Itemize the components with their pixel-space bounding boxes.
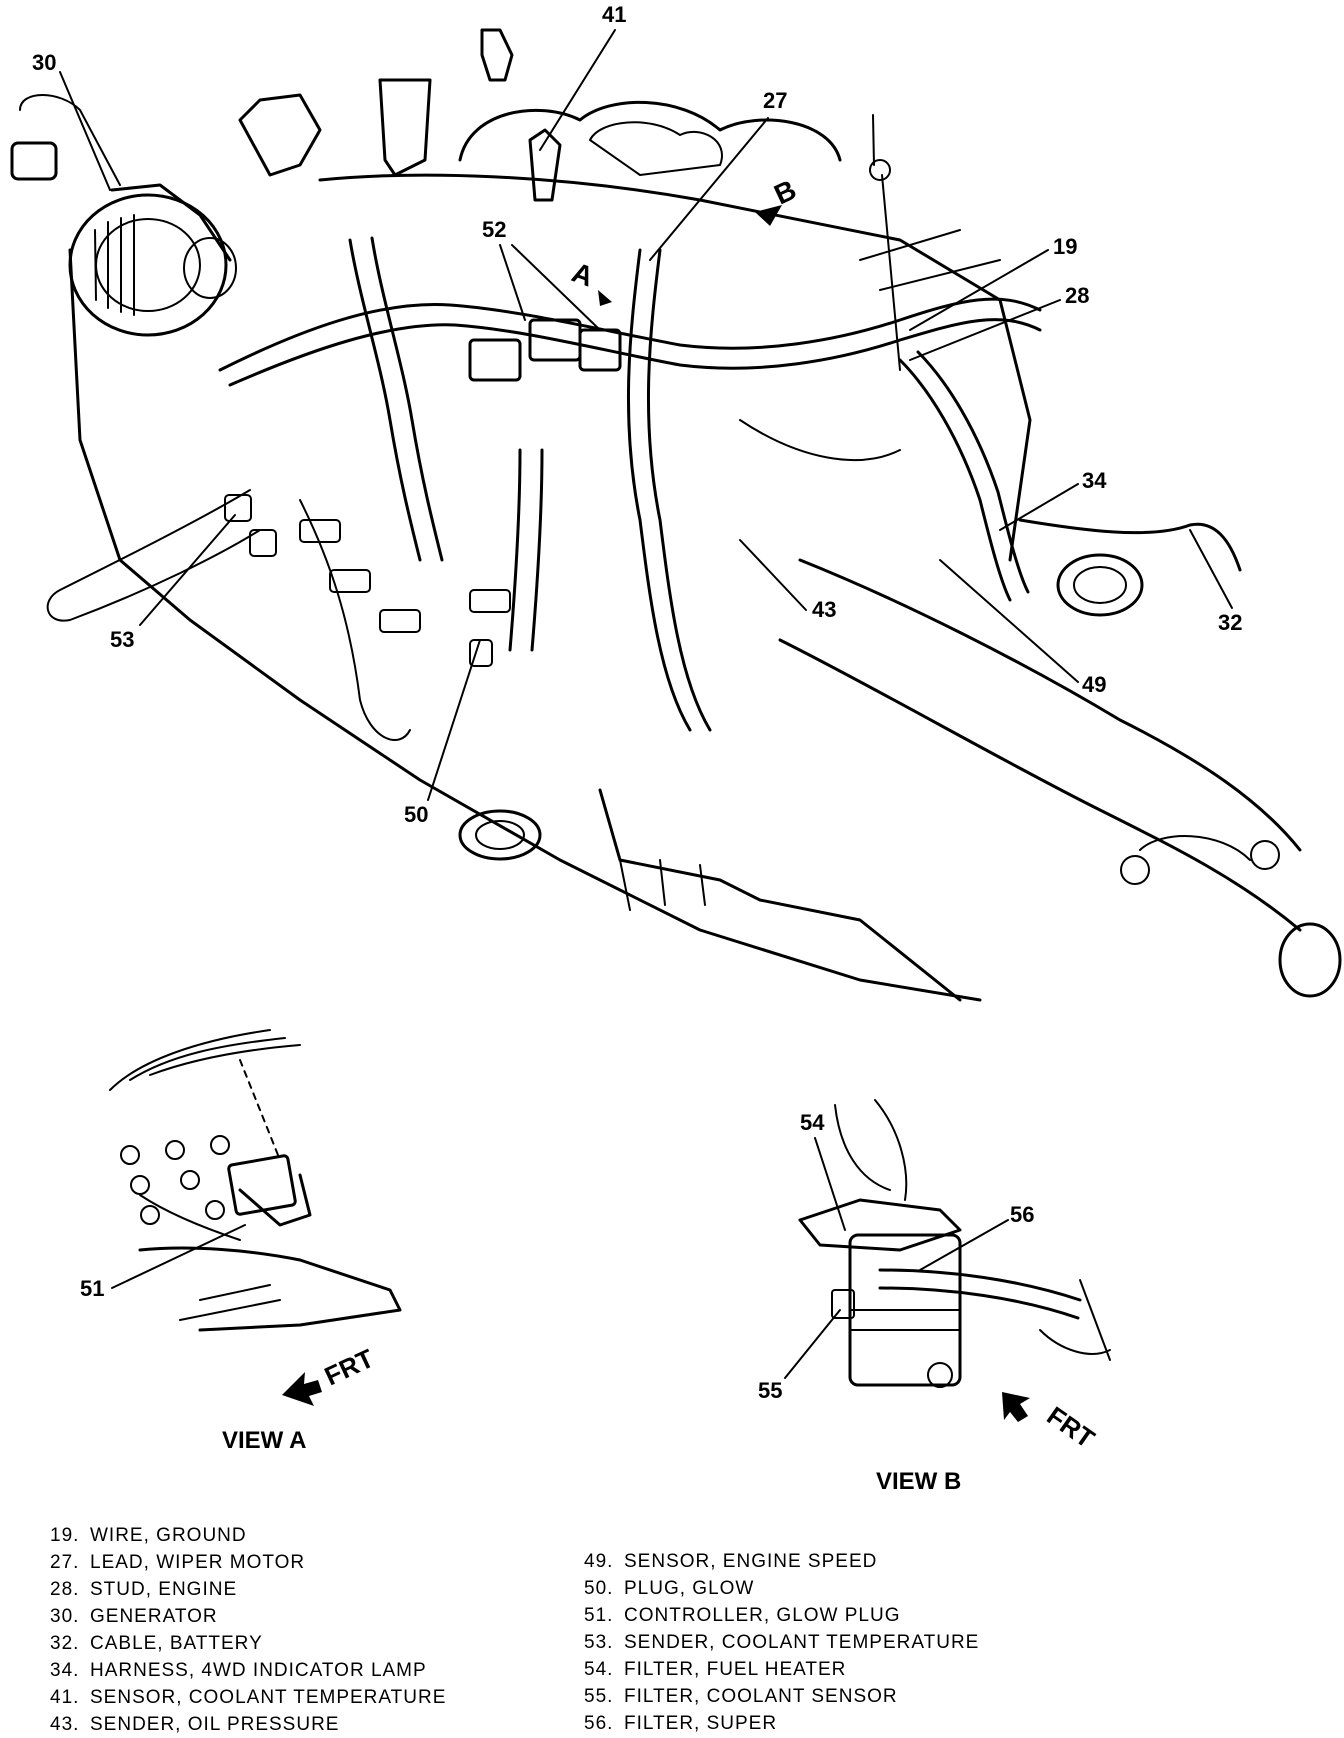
- coolant-temperature-sensor-41: [480, 28, 562, 202]
- svg-text:28: 28: [1065, 283, 1089, 308]
- svg-text:FRT: FRT: [320, 1343, 379, 1392]
- legend-right-column: 49.SENSOR, ENGINE SPEED 50.PLUG, GLOW 51…: [584, 1548, 979, 1737]
- main-engine-drawing: [10, 28, 1342, 1002]
- svg-text:A: A: [568, 257, 598, 293]
- svg-text:34: 34: [1082, 468, 1107, 493]
- view-b-title: VIEW B: [876, 1468, 961, 1495]
- legend-item: 28.STUD, ENGINE: [50, 1579, 238, 1600]
- glow-plug-controller-drawing: [109, 1029, 402, 1332]
- svg-text:19: 19: [1053, 234, 1077, 259]
- legend-item: 53.SENDER, COOLANT TEMPERATURE: [584, 1632, 980, 1653]
- legend-item: 49.SENSOR, ENGINE SPEED: [584, 1551, 878, 1572]
- callout-51: 51: [80, 1224, 246, 1301]
- legend-item: 19.WIRE, GROUND: [50, 1525, 247, 1546]
- callout-49: 49: [939, 559, 1106, 697]
- ground-wire-eyelet: [869, 159, 891, 181]
- callout-55: 55: [758, 1309, 841, 1403]
- svg-text:27: 27: [763, 88, 787, 113]
- svg-text:54: 54: [800, 1110, 825, 1135]
- legend-item: 43.SENDER, OIL PRESSURE: [50, 1714, 340, 1735]
- callout-41: 41: [539, 2, 626, 151]
- svg-text:53: 53: [110, 627, 134, 652]
- svg-text:50: 50: [404, 802, 428, 827]
- callout-43: 43: [739, 539, 836, 622]
- view-a-title: VIEW A: [222, 1427, 306, 1454]
- transmission-outline: [598, 558, 1342, 1002]
- svg-text:43: 43: [812, 597, 836, 622]
- legend-item: 34.HARNESS, 4WD INDICATOR LAMP: [50, 1660, 427, 1681]
- legend-item: 32.CABLE, BATTERY: [50, 1633, 263, 1654]
- svg-text:FRT: FRT: [1042, 1400, 1101, 1454]
- svg-text:B: B: [769, 174, 800, 211]
- view-b-frt-arrow: FRT: [1002, 1392, 1100, 1454]
- callout-34: 34: [999, 468, 1107, 531]
- legend-item: 27.LEAD, WIPER MOTOR: [50, 1552, 306, 1573]
- callout-53: 53: [110, 514, 236, 652]
- svg-text:41: 41: [602, 2, 626, 27]
- callout-27: 27: [649, 88, 787, 261]
- svg-text:32: 32: [1218, 610, 1242, 635]
- svg-text:52: 52: [482, 217, 506, 242]
- callout-28: 28: [909, 283, 1089, 361]
- callout-32: 32: [1189, 529, 1242, 635]
- svg-text:51: 51: [80, 1276, 104, 1301]
- svg-text:55: 55: [758, 1378, 782, 1403]
- legend-item: 54.FILTER, FUEL HEATER: [584, 1659, 847, 1680]
- view-a: 51 FRT VIEW A: [80, 1029, 402, 1454]
- callout-30: 30: [32, 50, 111, 191]
- engine-mounts: [458, 553, 1144, 861]
- legend-item: 30.GENERATOR: [50, 1606, 218, 1627]
- legend-item: 41.SENSOR, COOLANT TEMPERATURE: [50, 1687, 447, 1708]
- legend-left-column: 19.WIRE, GROUND 27.LEAD, WIPER MOTOR 28.…: [50, 1522, 446, 1738]
- callout-54: 54: [800, 1110, 846, 1231]
- view-a-frt-arrow: FRT: [282, 1343, 378, 1406]
- svg-text:56: 56: [1010, 1202, 1034, 1227]
- view-mark-a: A: [568, 257, 612, 306]
- svg-text:30: 30: [32, 50, 56, 75]
- legend-item: 51.CONTROLLER, GLOW PLUG: [584, 1605, 901, 1626]
- callout-56: 56: [919, 1202, 1034, 1271]
- wiring-harness: [46, 229, 1042, 741]
- battery-cable-32: [1018, 518, 1242, 572]
- legend-item: 56.FILTER, SUPER: [584, 1713, 778, 1734]
- ground-wire-19: [872, 114, 901, 371]
- legend-item: 55.FILTER, COOLANT SENSOR: [584, 1686, 898, 1707]
- view-b: 54 56 55 FRT VIEW B: [758, 1099, 1111, 1495]
- legend-item: 50.PLUG, GLOW: [584, 1578, 755, 1599]
- fuel-filter-drawing: [798, 1099, 1111, 1388]
- callout-50: 50: [404, 639, 481, 827]
- generator-drawing: [10, 94, 237, 337]
- svg-text:49: 49: [1082, 672, 1106, 697]
- glow-plugs: [224, 494, 511, 667]
- callout-19: 19: [909, 234, 1077, 331]
- callout-52: 52: [482, 217, 601, 331]
